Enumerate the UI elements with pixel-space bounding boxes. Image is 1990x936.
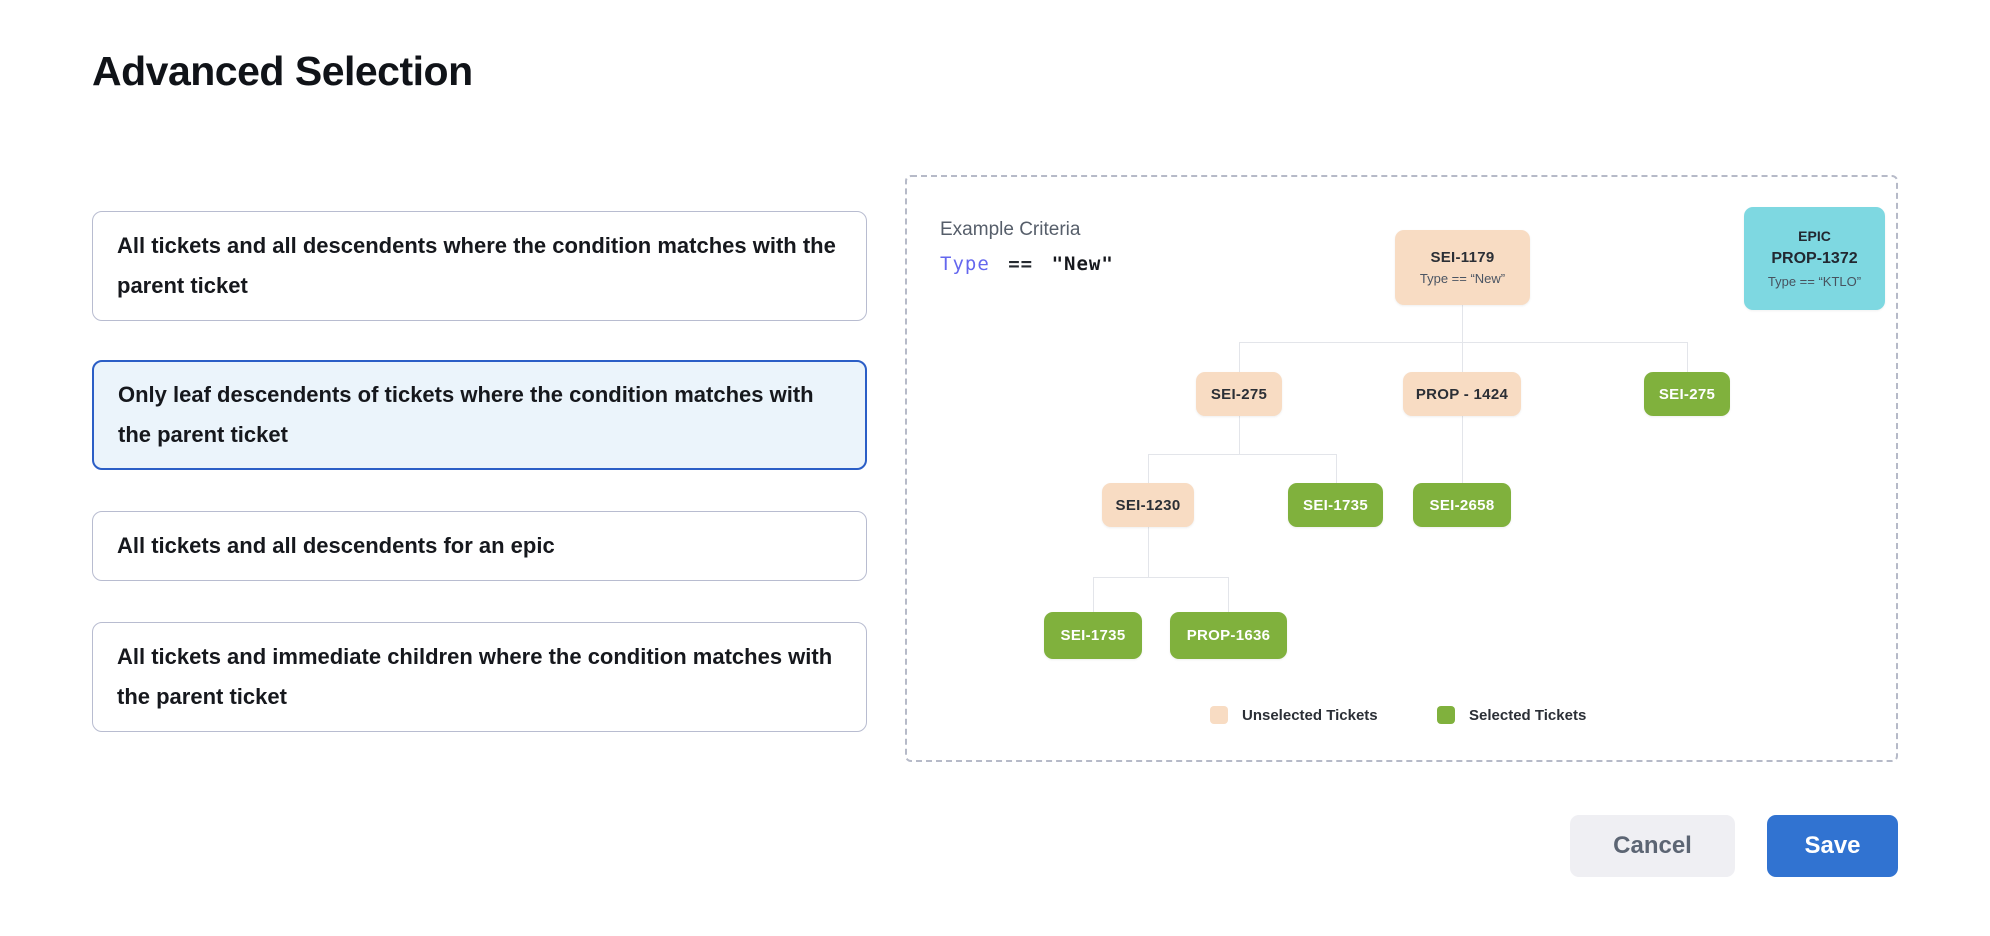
tree-node-label: SEI-1735 bbox=[1060, 627, 1126, 644]
tree-connector bbox=[1462, 416, 1463, 483]
epic-card-type: EPIC bbox=[1798, 228, 1831, 244]
tree-node: SEI-1735 bbox=[1288, 483, 1383, 527]
legend-label-selected: Selected Tickets bbox=[1469, 707, 1587, 724]
option-label: Only leaf descendents of tickets where t… bbox=[118, 382, 814, 447]
tree-connector bbox=[1093, 577, 1228, 578]
tree-node-condition: Type == “New” bbox=[1419, 271, 1506, 286]
example-panel: Example Criteria Type == "New" EPIC PROP… bbox=[905, 175, 1898, 762]
tree-connector bbox=[1093, 577, 1094, 612]
tree-node-label: SEI-275 bbox=[1658, 385, 1716, 403]
tree-node: SEI-1230 bbox=[1102, 483, 1194, 527]
option-card-epic-descendents[interactable]: All tickets and all descendents for an e… bbox=[92, 511, 867, 581]
tree-connector bbox=[1239, 416, 1240, 454]
tree-connector bbox=[1148, 454, 1149, 483]
option-label: All tickets and immediate children where… bbox=[117, 644, 833, 709]
tree-connector bbox=[1228, 577, 1229, 612]
option-label: All tickets and all descendents where th… bbox=[117, 233, 836, 298]
tree-node: SEI-2658 bbox=[1413, 483, 1511, 527]
legend-swatch-selected bbox=[1437, 706, 1455, 724]
tree-connector bbox=[1462, 342, 1463, 372]
tree-node-label: SEI-1179 bbox=[1430, 249, 1495, 266]
cancel-button[interactable]: Cancel bbox=[1570, 815, 1735, 877]
criteria-value: "New" bbox=[1051, 253, 1114, 275]
epic-card-id: PROP-1372 bbox=[1771, 250, 1858, 267]
option-card-all-descendents[interactable]: All tickets and all descendents where th… bbox=[92, 211, 867, 321]
tree-connector bbox=[1336, 454, 1337, 483]
tree-node: PROP-1636 bbox=[1170, 612, 1287, 659]
tree-connector bbox=[1462, 305, 1463, 342]
tree-node: SEI-275 bbox=[1196, 372, 1282, 416]
option-label: All tickets and all descendents for an e… bbox=[117, 533, 555, 558]
tree-connector bbox=[1687, 342, 1688, 372]
tree-node: SEI-275 bbox=[1644, 372, 1730, 416]
option-card-leaf-descendents[interactable]: Only leaf descendents of tickets where t… bbox=[92, 360, 867, 470]
epic-card: EPIC PROP-1372 Type == “KTLO” bbox=[1744, 207, 1885, 310]
option-card-immediate-children[interactable]: All tickets and immediate children where… bbox=[92, 622, 867, 732]
tree-node-label: PROP-1636 bbox=[1186, 627, 1271, 644]
tree-node-label: SEI-1230 bbox=[1115, 496, 1181, 514]
criteria-field: Type bbox=[940, 253, 990, 275]
legend-swatch-unselected bbox=[1210, 706, 1228, 724]
epic-card-condition: Type == “KTLO” bbox=[1767, 274, 1862, 289]
tree-node-label: SEI-1735 bbox=[1303, 496, 1368, 514]
tree-node: SEI-1735 bbox=[1044, 612, 1142, 659]
tree-connector bbox=[1148, 527, 1149, 577]
tree-node-label: PROP - 1424 bbox=[1415, 385, 1509, 403]
tree-connector bbox=[1239, 342, 1687, 343]
tree-node-label: SEI-2658 bbox=[1429, 496, 1495, 514]
tree-connector bbox=[1239, 342, 1240, 372]
tree-node: PROP - 1424 bbox=[1403, 372, 1521, 416]
page-title: Advanced Selection bbox=[92, 48, 473, 94]
example-criteria-heading: Example Criteria bbox=[940, 219, 1081, 240]
legend-label-unselected: Unselected Tickets bbox=[1242, 707, 1378, 724]
criteria-operator: == bbox=[1008, 253, 1034, 275]
save-button[interactable]: Save bbox=[1767, 815, 1898, 877]
tree-node-root: SEI-1179 Type == “New” bbox=[1395, 230, 1530, 305]
tree-connector bbox=[1148, 454, 1336, 455]
example-criteria-expression: Type == "New" bbox=[940, 253, 1114, 275]
tree-node-label: SEI-275 bbox=[1210, 385, 1268, 403]
